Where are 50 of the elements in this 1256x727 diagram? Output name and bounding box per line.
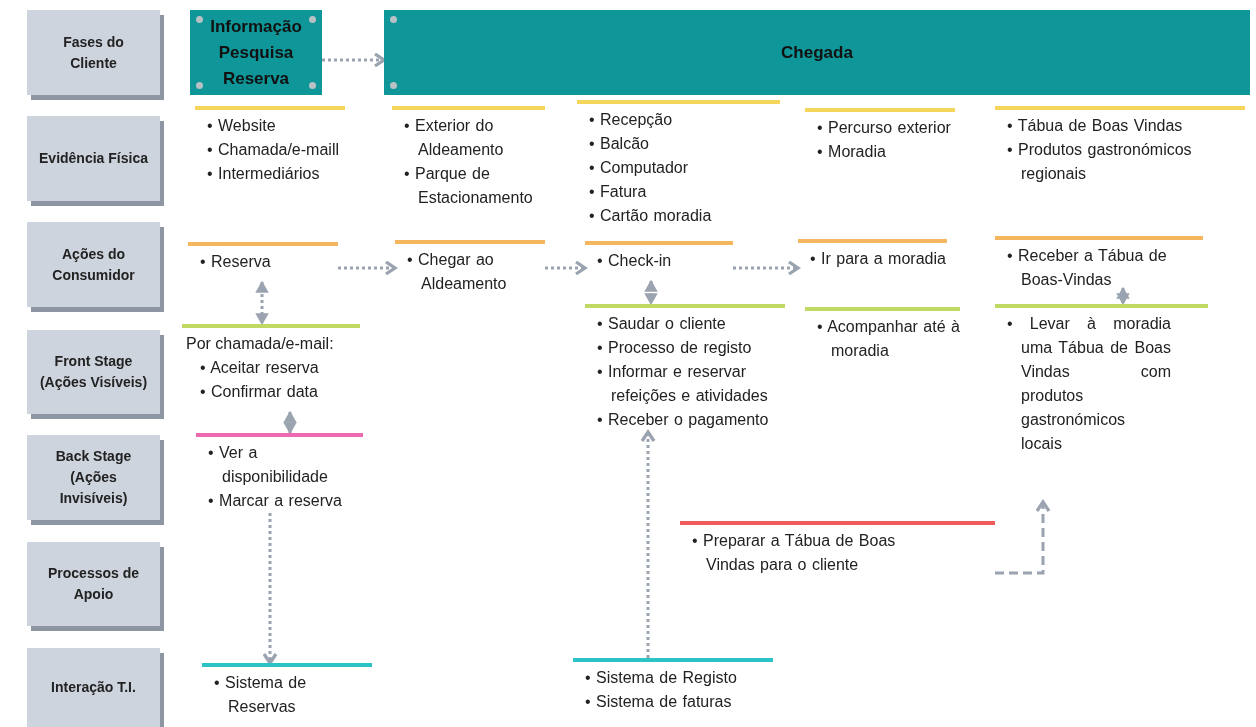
list-item: • Aceitar reserva: [200, 358, 320, 378]
arrow: [322, 52, 386, 68]
list-item: • Balcão: [589, 134, 650, 154]
stage-cell: [995, 236, 1203, 288]
list-item: • Sistema de Registo: [585, 668, 738, 688]
arrow: [338, 260, 397, 276]
list-item: • Exterior do Aldeamento: [404, 116, 505, 160]
arrow: [640, 430, 656, 658]
list-item: • Sistema de faturas: [585, 692, 733, 712]
list-item: • Cartão moradia: [589, 206, 713, 226]
list-item: • Receber a Tábua de Boas-Vindas: [1007, 246, 1168, 290]
list-item: • Produtos gastronómicos regionais: [1007, 140, 1193, 184]
list-item: • Confirmar data: [200, 382, 319, 402]
arrow: [283, 410, 297, 435]
phase-banner: [384, 10, 1250, 95]
list-item: • Tábua de Boas Vindas: [1007, 116, 1184, 136]
arrow: [644, 279, 658, 306]
arrow: [255, 280, 269, 326]
arrow: [1116, 286, 1130, 306]
list-item: • Reserva: [200, 252, 272, 272]
list-item: • Computador: [589, 158, 690, 178]
list-item: • Marcar a reserva: [208, 491, 343, 511]
arrow: [262, 513, 278, 665]
list-item: • Parque de Estacionamento: [404, 164, 534, 208]
list-item: • Ver a disponibilidade: [208, 443, 329, 487]
arrow: [995, 500, 1051, 575]
list-item: • Processo de registo: [597, 338, 753, 358]
cell-heading: Por chamada/e-mail:: [186, 334, 335, 354]
arrow: [733, 260, 800, 276]
list-item: • Ir para a moradia: [810, 249, 947, 269]
list-item: • Website: [207, 116, 277, 136]
list-item: • Percurso exterior: [817, 118, 952, 138]
list-item: • Intermediários: [207, 164, 321, 184]
list-item: • Chegar ao Aldeamento: [407, 250, 508, 294]
list-item: • Check-in: [597, 251, 673, 271]
list-item: • Fatura: [589, 182, 648, 202]
list-item: • Preparar a Tábua de Boas Vindas para o cliente: [692, 531, 897, 575]
list-item: • Receber o pagamento: [597, 410, 770, 430]
phase-title: Chegada: [781, 41, 853, 64]
arrow: [545, 260, 587, 276]
list-item: • Moradia: [817, 142, 887, 162]
list-item: • Sistema de Reservas: [214, 673, 308, 717]
phase-banner: [190, 10, 322, 95]
list-item: • Recepção: [589, 110, 674, 130]
list-item: • Acompanhar até à moradia: [817, 317, 960, 361]
list-item: • Saudar o cliente: [597, 314, 727, 334]
list-item: • Chamada/e-maill: [207, 140, 340, 160]
phase-title: Informação Pesquisa Reserva: [209, 15, 303, 90]
list-item: • Levar à moradia uma Tábua de Boas Vindas com produtos gastronómicos locais: [1007, 314, 1171, 454]
list-item: • Informar e reservar refeições e atividades: [597, 362, 769, 406]
